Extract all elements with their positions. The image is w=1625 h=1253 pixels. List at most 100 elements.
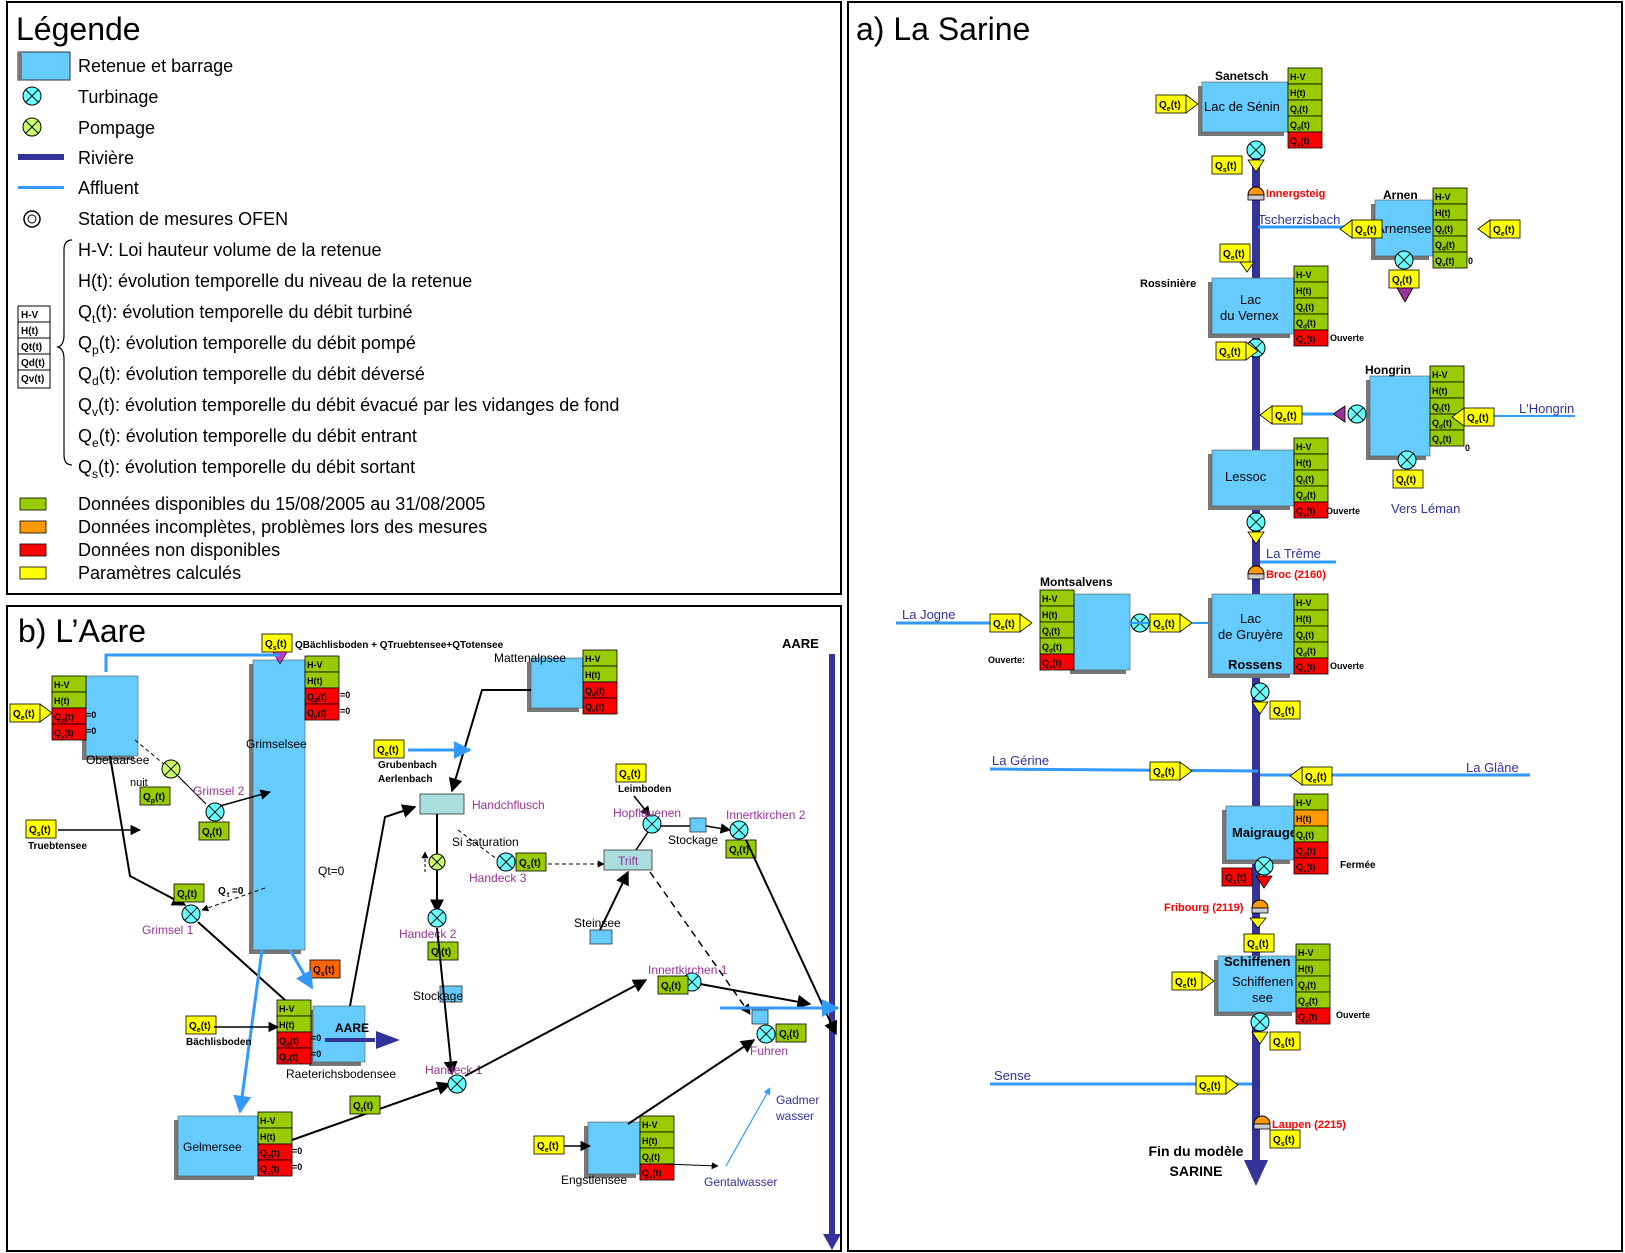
label: Aerlenbach bbox=[378, 774, 432, 785]
plant-label: Grimsel 1 bbox=[142, 923, 194, 937]
label: Lac bbox=[1240, 292, 1261, 307]
river-arrowhead bbox=[1244, 1160, 1268, 1186]
label: Grubenbach bbox=[378, 760, 437, 771]
reservoir-montsalvens bbox=[1070, 593, 1131, 674]
label: Hongrin bbox=[1365, 363, 1411, 377]
flow-label: Qs(t) bbox=[1273, 706, 1295, 719]
reservoir-mattenalpsee bbox=[527, 657, 584, 712]
aare-river-label: AARE bbox=[782, 636, 819, 651]
sarine-title: a) La Sarine bbox=[856, 11, 1030, 47]
calculated-flow-flag: Qs(t) bbox=[1269, 1129, 1301, 1149]
data-table: H-VH(t)Qd(t)Qv(t) bbox=[51, 675, 87, 741]
flow-label: Qv(t) bbox=[642, 1168, 662, 1181]
turbine-icon bbox=[1250, 682, 1270, 702]
flow-label: Qt(t) bbox=[1290, 104, 1308, 117]
legend-status-label: Données disponibles du 15/08/2005 au 31/… bbox=[78, 494, 485, 514]
flow-label: Qt(t) bbox=[1296, 302, 1314, 315]
label: H(t) bbox=[1296, 814, 1312, 824]
calculated-flow-flag: Qs(t) bbox=[1211, 155, 1243, 175]
flow-label: Qt(t) bbox=[1296, 474, 1314, 487]
label: Grimselsee bbox=[246, 737, 307, 751]
legend-param: Qd(t): évolution temporelle du débit dév… bbox=[78, 364, 425, 388]
turbine-icon bbox=[1246, 140, 1266, 160]
flow-label: Qv(t) bbox=[260, 1164, 280, 1177]
data-table: H-VH(t)Qt(t)Qd(t)Qv(t) bbox=[1039, 589, 1075, 671]
flow-line bbox=[464, 979, 648, 1077]
legend-items: Retenue et barrage Turbinage Pompage Riv… bbox=[17, 51, 288, 229]
label: Vers Léman bbox=[1391, 501, 1460, 516]
flow-label: Qd(t) bbox=[1432, 418, 1452, 431]
label: H(t) bbox=[54, 696, 70, 706]
calculated-flow-flag: Qt(t) bbox=[657, 975, 689, 995]
label: H-V bbox=[642, 1120, 658, 1130]
flow-label: Qt(t) bbox=[1432, 402, 1450, 415]
reservoir-lessoc bbox=[1208, 449, 1295, 510]
legend-item-label: Rivière bbox=[78, 148, 134, 168]
flow-label: Qt(t) bbox=[1296, 830, 1314, 843]
label: Gentalwasser bbox=[704, 1175, 777, 1189]
pump-icon bbox=[161, 759, 181, 779]
data-table: H-VH(t)Qt(t)Qd(t)Qv(t) bbox=[1293, 265, 1329, 347]
data-table: H-VH(t)Qd(t)Qv(t) bbox=[257, 1111, 293, 1177]
calculated-flow-flag: Qe(t) bbox=[989, 613, 1033, 633]
turbine-icon bbox=[205, 802, 225, 822]
label: Fribourg (2119) bbox=[1164, 902, 1244, 914]
calculated-flow-flag: Qt(t) bbox=[427, 941, 459, 961]
label: La Gérine bbox=[992, 753, 1049, 768]
end-label: SARINE bbox=[1170, 1163, 1223, 1179]
label: Lac bbox=[1240, 611, 1261, 626]
flow-line bbox=[436, 927, 458, 1076]
flow-label: Qt(t) bbox=[1396, 475, 1416, 488]
flow-label: Qd(t) bbox=[1296, 846, 1316, 859]
flow-label: Qv(t) bbox=[1296, 662, 1316, 675]
svg-text:Qt(t): Qt(t) bbox=[21, 342, 42, 353]
calculated-flow-flag: Qe(t) bbox=[1155, 94, 1199, 114]
label: Rossens bbox=[1228, 657, 1282, 672]
calculated-flow-flag: Qt(t) bbox=[725, 839, 757, 859]
flow-label: Qe(t) bbox=[189, 1021, 211, 1034]
label: H(t) bbox=[279, 1020, 295, 1030]
aare-river bbox=[829, 654, 835, 1238]
flow-label: Qd(t) bbox=[1042, 642, 1062, 655]
label: Oberaarsee bbox=[86, 753, 150, 767]
flow-label: Qv(t) bbox=[1042, 658, 1062, 671]
flow-label: Qs(t) bbox=[1219, 347, 1241, 360]
plant-label: Innertkirchen 2 bbox=[726, 808, 806, 822]
calculated-flow-flag: Qs(t) bbox=[1221, 867, 1253, 887]
label: Sense bbox=[994, 1068, 1031, 1083]
turbine-icon bbox=[181, 904, 201, 924]
basin-stockage bbox=[439, 985, 463, 1003]
flow-label: Qt(t) bbox=[661, 981, 681, 994]
plant-label: Fuhren bbox=[750, 1044, 788, 1058]
flow-label: Qs(t) bbox=[1247, 939, 1269, 952]
flow-label: Qd(t) bbox=[1296, 318, 1316, 331]
turbine-icon bbox=[1347, 404, 1367, 424]
calculated-flow-flag: Qt(t) bbox=[1388, 269, 1420, 289]
calculated-flow-flag: Qe(t) bbox=[1289, 766, 1333, 786]
legend-brace bbox=[56, 239, 73, 466]
basin-trift bbox=[603, 849, 653, 871]
label: Innergsteig bbox=[1266, 188, 1325, 200]
label: Ouverte bbox=[1326, 506, 1360, 516]
label: =0 bbox=[311, 1049, 321, 1059]
data-table: H-VH(t)Qd(t)Qv(t) bbox=[304, 655, 340, 721]
label: wasser bbox=[775, 1109, 814, 1123]
flow-label: Qe(t) bbox=[537, 1141, 559, 1154]
data-table: H-VH(t)Qt(t)Qd(t)Qv(t) bbox=[1293, 593, 1329, 675]
legend-param: Qe(t): évolution temporelle du débit ent… bbox=[78, 426, 417, 450]
calculated-flow-flag: Qs(t) bbox=[1339, 219, 1383, 239]
basin-label: Handchflusch bbox=[472, 798, 545, 812]
turbine-icon bbox=[1250, 1012, 1270, 1032]
flow-label: Qv(t) bbox=[1435, 256, 1455, 269]
legend-item-label: Pompage bbox=[78, 118, 155, 138]
label: Truebtensee bbox=[28, 841, 87, 852]
flow-line bbox=[633, 795, 651, 817]
reservoir-icon bbox=[17, 51, 71, 81]
turbine-icon bbox=[1397, 450, 1417, 470]
flow-label: Qv(t) bbox=[1290, 136, 1310, 149]
basin-steinsee bbox=[589, 929, 613, 945]
calculated-flow-flag: Qe(t) bbox=[1259, 405, 1303, 425]
label: H(t) bbox=[1298, 964, 1314, 974]
turbine-icon bbox=[447, 1074, 467, 1094]
calculated-flow-flag: Qe(t) bbox=[1219, 243, 1251, 263]
